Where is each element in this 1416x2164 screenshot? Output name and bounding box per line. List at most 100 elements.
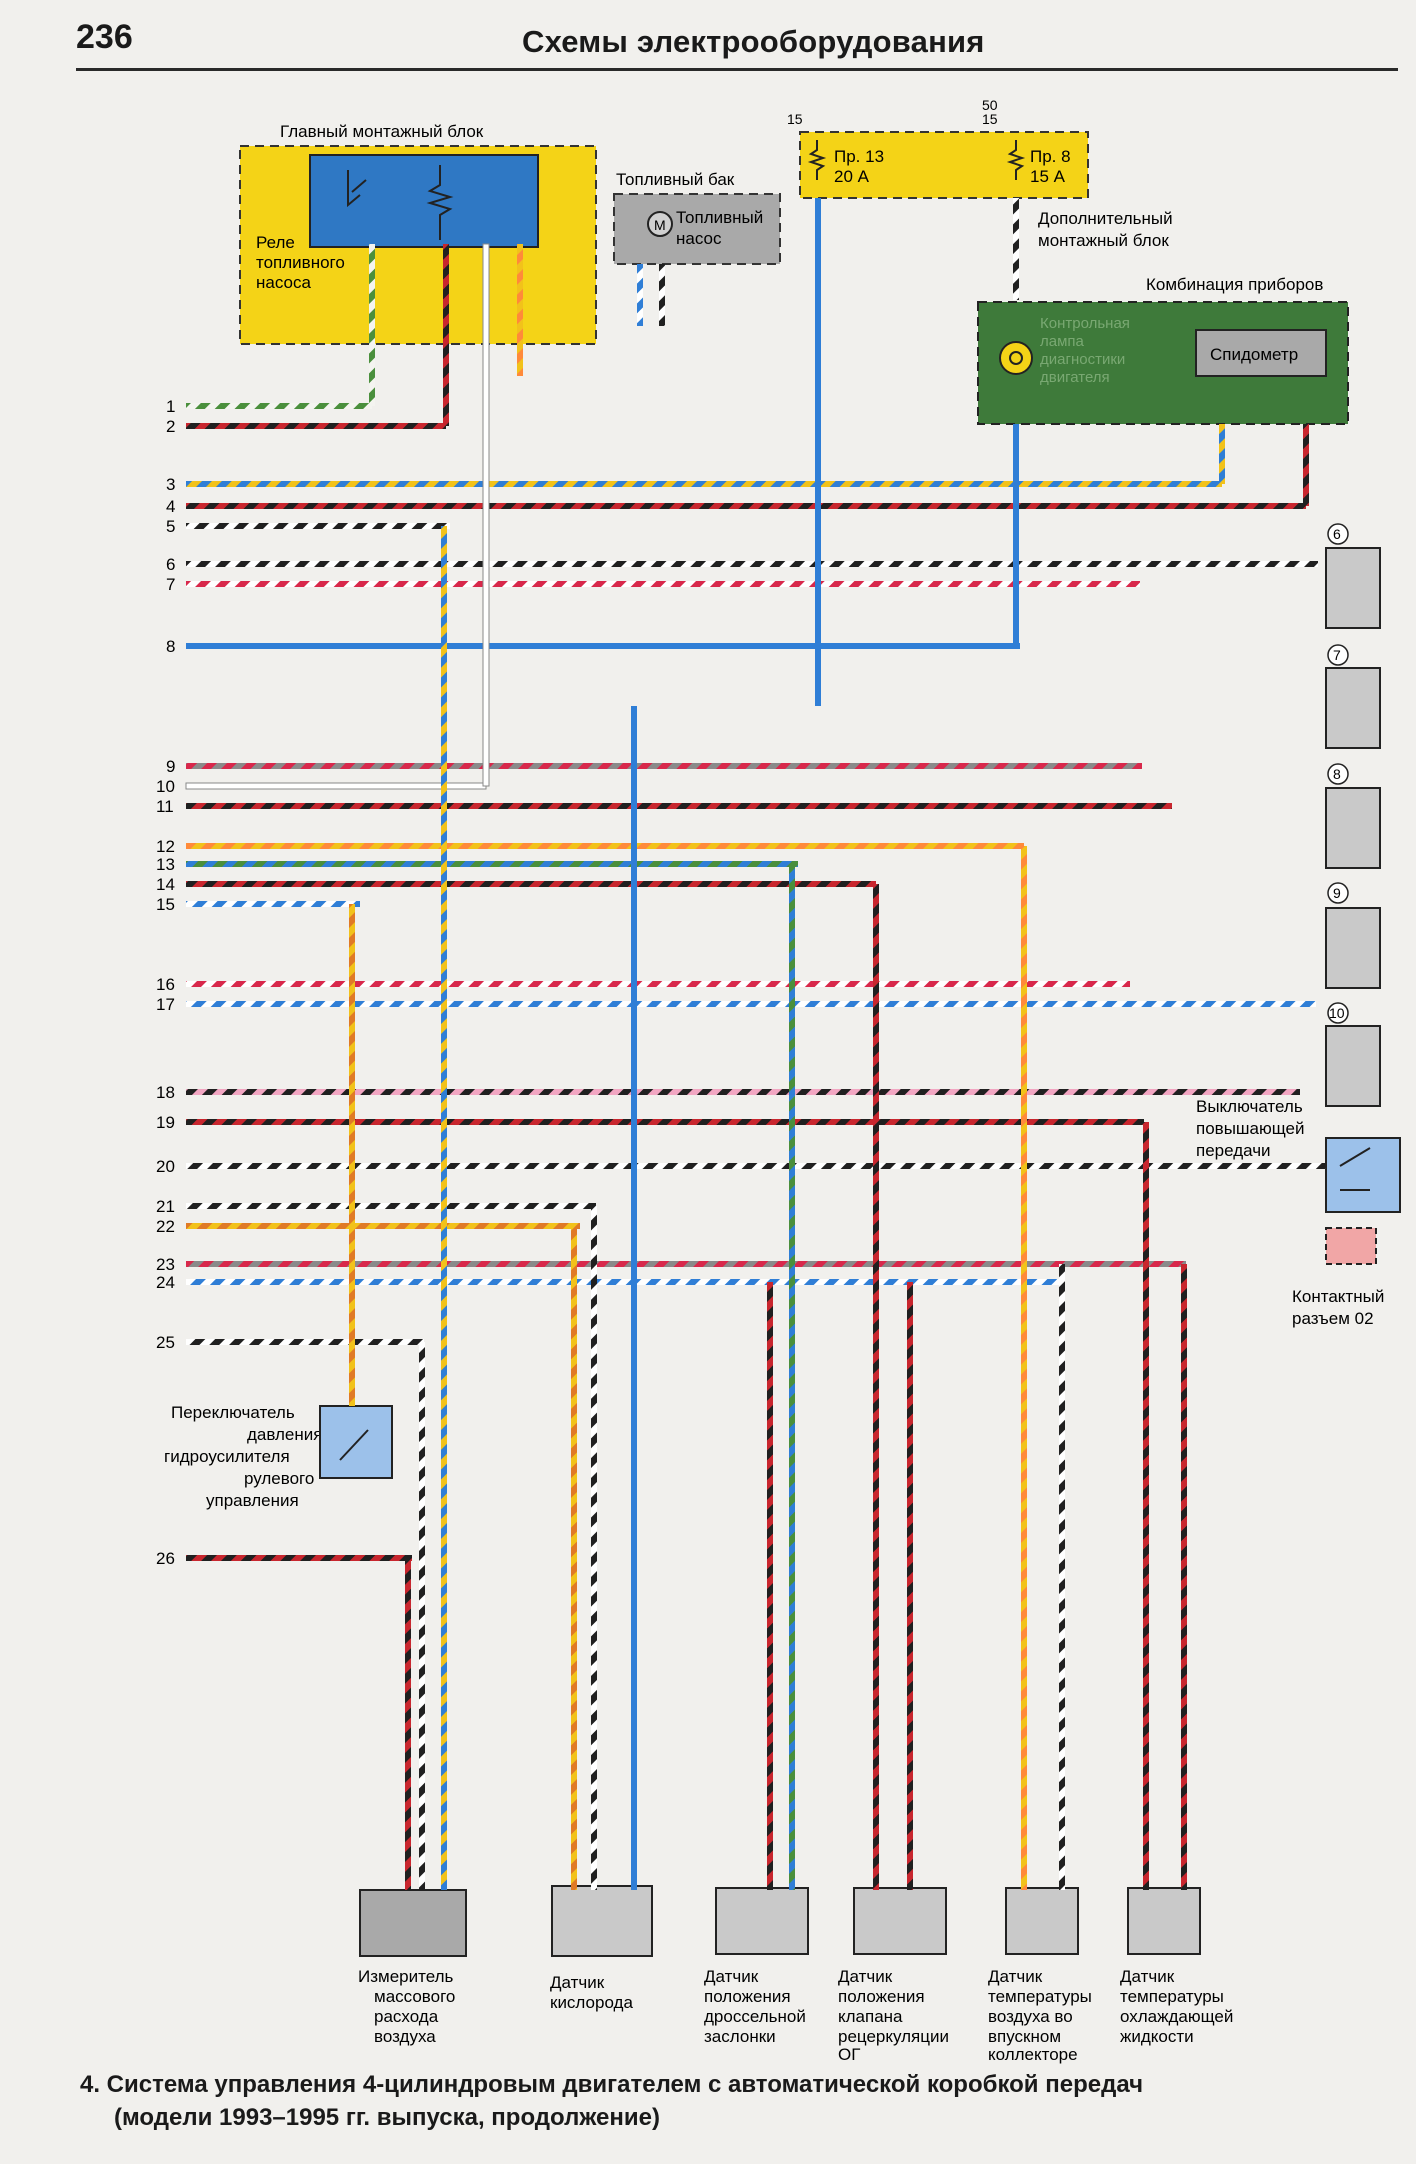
coolant-temp-sensor: Датчик температуры охлаждающей жидкости	[1120, 1887, 1233, 2046]
header-divider	[76, 68, 1398, 71]
wire-number-11: 11	[156, 797, 174, 816]
svg-text:положения: положения	[838, 1987, 925, 2006]
svg-text:заслонки: заслонки	[704, 2027, 776, 2046]
svg-text:воздуха: воздуха	[374, 2027, 436, 2046]
svg-text:Датчик: Датчик	[704, 1967, 759, 1986]
wire-2	[186, 423, 446, 429]
svg-text:Измеритель: Измеритель	[358, 1967, 454, 1986]
ps-pressure-switch: Переключатель давления гидроусилителя ру…	[164, 1403, 393, 1510]
wire-3	[186, 481, 1222, 487]
svg-text:Спидометр: Спидометр	[1210, 345, 1298, 364]
wire-number-14: 14	[156, 875, 175, 894]
harness-trunk-8	[1013, 198, 1019, 300]
svg-text:впускном: впускном	[988, 2027, 1061, 2046]
caption-line-2: (модели 1993–1995 гг. выпуска, продолжен…	[114, 2104, 660, 2131]
wire-12	[186, 843, 1024, 849]
harness-trunk-9	[1013, 424, 1019, 646]
wire-17	[186, 1001, 1316, 1007]
harness-trunk-6	[659, 264, 665, 326]
caption-line-1: 4. Система управления 4-цилиндровым двиг…	[80, 2071, 1143, 2098]
wire-number-20: 20	[156, 1157, 175, 1176]
instrument-cluster: Комбинация приборов Контрольная лампа ди…	[977, 275, 1349, 425]
wire-number-labels: 1234567891011121314151617181920212223242…	[156, 397, 175, 1568]
svg-text:Переключатель: Переключатель	[171, 1403, 295, 1422]
harness-trunk-25	[419, 1342, 425, 1890]
wire-20	[186, 1163, 1326, 1169]
svg-text:передачи: передачи	[1196, 1141, 1271, 1160]
connector-02: Контактный разъем 02	[1292, 1227, 1384, 1328]
injector-6: 6	[1325, 523, 1381, 629]
wire-19	[186, 1119, 1144, 1125]
wire-4	[186, 503, 1306, 509]
svg-text:15: 15	[982, 111, 998, 127]
wire-21	[186, 1203, 596, 1209]
svg-text:разъем 02: разъем 02	[1292, 1309, 1374, 1328]
svg-text:20 А: 20 А	[834, 167, 870, 186]
injector-10: 10	[1325, 1002, 1381, 1107]
harness-trunk-16	[349, 904, 355, 1406]
svg-text:Пр. 8: Пр. 8	[1030, 147, 1071, 166]
throttle-position-sensor: Датчик положения дроссельной заслонки	[704, 1887, 809, 2046]
wire-26	[186, 1555, 412, 1561]
harness-trunk-11	[1303, 424, 1309, 506]
wire-number-7: 7	[166, 575, 175, 594]
harness-trunk-20	[1143, 1122, 1149, 1890]
svg-text:Пр. 13: Пр. 13	[834, 147, 884, 166]
wire-number-4: 4	[166, 497, 175, 516]
wire-14	[186, 881, 876, 887]
svg-text:M: M	[654, 217, 666, 233]
svg-text:давления: давления	[247, 1425, 322, 1444]
wire-number-5: 5	[166, 517, 175, 536]
wire-6	[186, 561, 1318, 567]
svg-text:воздуха во: воздуха во	[988, 2007, 1073, 2026]
svg-text:7: 7	[1333, 647, 1341, 663]
svg-text:насоса: насоса	[256, 273, 311, 292]
wires	[185, 198, 1326, 1890]
svg-text:9: 9	[1333, 885, 1341, 901]
wire-11	[186, 803, 1172, 809]
svg-text:кислорода: кислорода	[550, 1993, 633, 2012]
figure-caption: 4. Система управления 4-цилиндровым двиг…	[80, 2068, 1143, 2134]
svg-text:Дополнительный: Дополнительный	[1038, 209, 1173, 228]
wire-number-1: 1	[166, 397, 175, 416]
svg-text:Датчик: Датчик	[1120, 1967, 1175, 1986]
svg-text:Выключатель: Выключатель	[1196, 1097, 1303, 1116]
svg-text:массового: массового	[374, 1987, 455, 2006]
harness-trunk-21	[1181, 1264, 1187, 1890]
wire-number-12: 12	[156, 837, 175, 856]
svg-text:коллекторе: коллекторе	[988, 2045, 1078, 2064]
wire-number-26: 26	[156, 1549, 175, 1568]
svg-text:положения: положения	[704, 1987, 791, 2006]
svg-text:Топливный: Топливный	[676, 208, 763, 227]
wire-number-25: 25	[156, 1333, 175, 1352]
svg-text:управления: управления	[206, 1491, 299, 1510]
svg-text:насос: насос	[676, 229, 722, 248]
harness-trunk-15	[571, 1226, 577, 1890]
wire-number-8: 8	[166, 637, 175, 656]
svg-text:клапана: клапана	[838, 2007, 903, 2026]
harness-trunk-2	[443, 244, 449, 426]
intake-air-temp-sensor: Датчик температуры воздуха во впускном к…	[988, 1887, 1092, 2064]
wire-25	[186, 1339, 424, 1345]
oxygen-sensor: Датчик кислорода	[550, 1885, 653, 2012]
svg-text:температуры: температуры	[988, 1987, 1092, 2006]
overdrive-switch: Выключатель повышающей передачи	[1196, 1097, 1401, 1213]
svg-text:Датчик: Датчик	[838, 1967, 893, 1986]
svg-text:температуры: температуры	[1120, 1987, 1224, 2006]
svg-text:Контактный: Контактный	[1292, 1287, 1384, 1306]
page-number: 236	[76, 18, 133, 56]
aux-mounting-block-label: Дополнительный монтажный блок	[1038, 209, 1173, 250]
harness-trunk-10	[1219, 424, 1225, 484]
wire-1	[186, 403, 372, 409]
harness-trunk-23	[767, 1282, 773, 1890]
harness-trunk-4	[517, 244, 523, 376]
svg-text:охлаждающей: охлаждающей	[1120, 2007, 1233, 2026]
wire-16	[186, 981, 1130, 987]
svg-text:монтажный блок: монтажный блок	[1038, 231, 1169, 250]
svg-text:диагностики: диагностики	[1040, 351, 1125, 368]
wire-number-21: 21	[156, 1197, 175, 1216]
harness-trunk-1	[369, 244, 375, 406]
svg-text:Реле: Реле	[256, 233, 295, 252]
harness-trunk-18	[873, 884, 879, 1890]
harness-trunk-14	[591, 1206, 597, 1890]
